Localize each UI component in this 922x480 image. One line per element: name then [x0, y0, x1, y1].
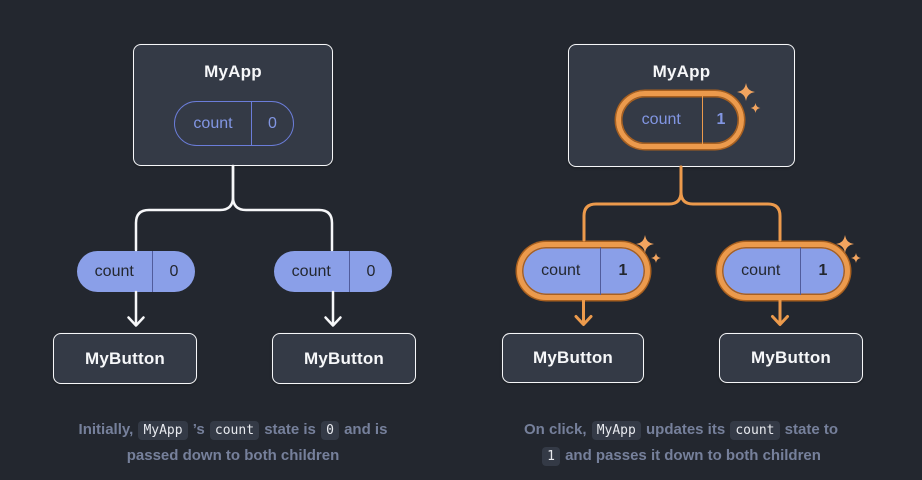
caption-line: Initially, MyApp ’s count state is 0 and… [33, 417, 433, 443]
caption-text: passed down to both children [126, 447, 340, 464]
caption-text: updates its [646, 421, 726, 438]
state-label: count [641, 111, 681, 128]
sparkle-icon [651, 253, 661, 263]
caption-text: and passes it down to both children [565, 447, 821, 464]
component-title: MyButton [533, 348, 613, 367]
mybutton-node: MyButton [53, 333, 197, 384]
code-chip-myapp: MyApp [138, 421, 188, 440]
prop-label: count [94, 262, 134, 280]
caption-text: Initially, [78, 421, 134, 438]
state-value: 0 [268, 114, 277, 132]
code-chip-one: 1 [542, 447, 560, 466]
caption-line: passed down to both children [33, 443, 433, 469]
component-title: MyButton [751, 348, 831, 367]
prop-label: count [741, 262, 781, 279]
pill-divider [151, 251, 153, 292]
component-title: MyApp [652, 62, 711, 81]
caption-initial: Initially, MyApp ’s count state is 0 and… [33, 417, 433, 469]
code-chip-count: count [730, 421, 780, 440]
code-chip-myapp: MyApp [591, 421, 641, 440]
prop-label: count [541, 262, 581, 279]
state-label: count [193, 114, 233, 132]
arrowhead-icon [574, 315, 593, 326]
code-chip-count: count [209, 421, 260, 440]
state-value: 1 [716, 111, 726, 128]
caption-line: 1 and passes it down to both children [481, 443, 881, 469]
mybutton-node: MyButton [502, 333, 644, 383]
caption-text: and is [344, 421, 388, 438]
caption-text: state to [784, 421, 839, 438]
pill-divider [348, 251, 350, 292]
pill-divider [799, 247, 801, 295]
sparkle-icon [851, 253, 861, 263]
arrowhead-icon [127, 316, 145, 327]
prop-value: 0 [169, 262, 179, 280]
mybutton-node: MyButton [272, 333, 416, 384]
pill-divider [701, 96, 703, 144]
branch-line-left [231, 164, 334, 252]
component-title: MyButton [85, 348, 165, 368]
arrowhead-icon [771, 315, 789, 326]
branch-line-right [582, 165, 683, 242]
prop-pill: count 0 [274, 251, 392, 292]
mybutton-node: MyButton [719, 333, 863, 383]
prop-pill-highlighted: count 1 [517, 242, 650, 300]
prop-value: 1 [818, 262, 828, 279]
pill-divider [599, 247, 601, 295]
caption-text: state is [264, 421, 316, 438]
branch-line-right [679, 165, 782, 242]
prop-value: 0 [366, 262, 376, 280]
caption-text: ’s [192, 421, 205, 438]
component-title: MyApp [204, 62, 262, 81]
caption-on-click: On click, MyApp updates its count state … [481, 417, 881, 469]
prop-pill: count 0 [77, 251, 195, 292]
caption-text: On click, [523, 421, 587, 438]
prop-pill-highlighted: count 1 [717, 242, 850, 300]
component-title: MyButton [304, 348, 384, 368]
code-chip-zero: 0 [321, 421, 339, 440]
arrowhead-icon [324, 316, 342, 327]
prop-label: count [291, 262, 331, 280]
caption-line: On click, MyApp updates its count state … [481, 417, 881, 443]
myapp-node-updated: MyApp count 1 [568, 44, 795, 167]
pill-divider [251, 102, 252, 145]
state-pill-highlighted: count 1 [616, 91, 744, 149]
branch-line-left [134, 164, 235, 252]
state-pill-outline: count 0 [174, 101, 294, 146]
prop-value: 1 [618, 262, 628, 279]
myapp-node-initial: MyApp count 0 [133, 44, 333, 166]
